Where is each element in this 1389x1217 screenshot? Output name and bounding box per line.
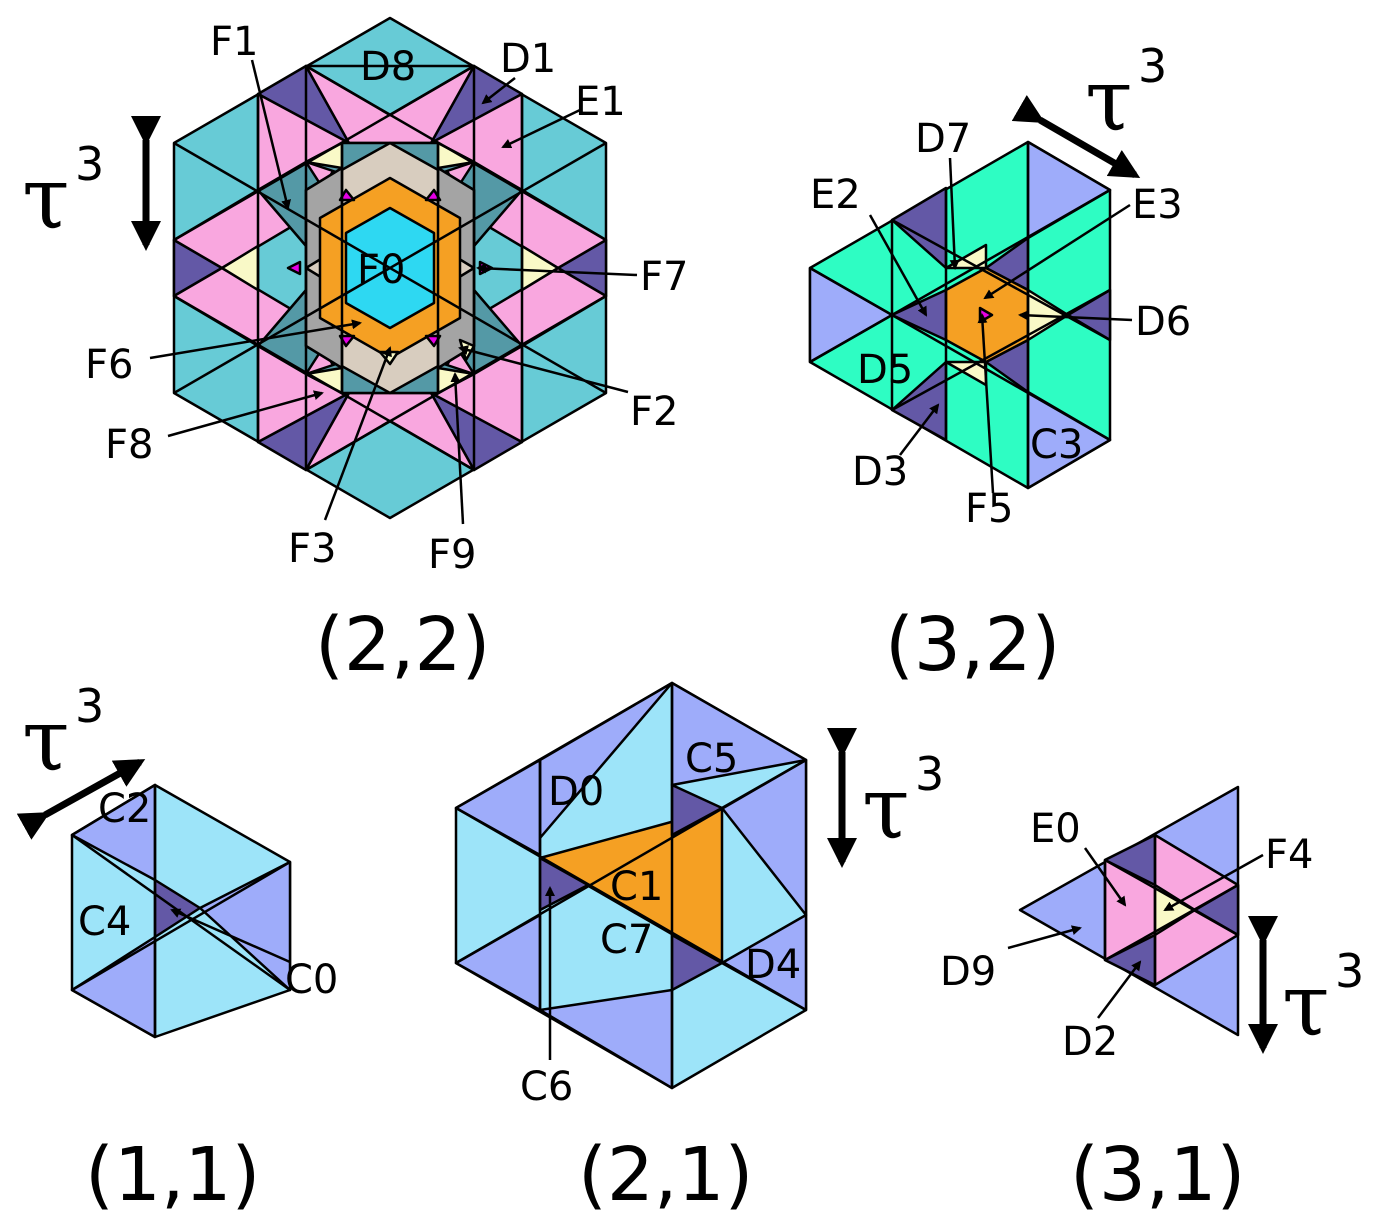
- arrow-f6: [149, 319, 362, 360]
- label-f2: F2: [630, 389, 678, 435]
- tile-edge-line: [173, 141, 607, 395]
- panel-1-1: C2 C4 C0 τ 3 (1,1): [16, 679, 338, 1217]
- caption-2-2: (2,2): [315, 602, 490, 688]
- tile-edge-line: [173, 64, 475, 242]
- arrow-f9: [450, 372, 465, 525]
- arrow-e0: [1083, 847, 1127, 907]
- label-c5: C5: [685, 736, 738, 782]
- label-d7: D7: [915, 116, 971, 162]
- label-d1: D1: [500, 36, 556, 82]
- arrow-f2: [458, 345, 629, 394]
- panel-2-2-tiles: [172, 16, 608, 520]
- caption-3-2: (3,2): [885, 602, 1060, 688]
- tile-edge-line: [455, 806, 807, 1012]
- label-c7: C7: [600, 917, 653, 963]
- arrow-c0: [170, 908, 291, 964]
- panel-2-1: D0 C5 C1 C7 D4 C6 τ 3 (2,1): [454, 681, 944, 1217]
- caption-2-1: (2,1): [578, 1132, 753, 1217]
- label-f5: F5: [965, 486, 1013, 532]
- label-e2: E2: [810, 172, 861, 218]
- arrow-d7: [948, 157, 960, 270]
- label-e0: E0: [1030, 806, 1081, 852]
- svg-text:3: 3: [1138, 39, 1167, 93]
- label-c2: C2: [98, 786, 151, 832]
- label-d2: D2: [1062, 1019, 1118, 1065]
- p11-right-lav: [198, 860, 292, 992]
- svg-text:τ: τ: [22, 691, 70, 791]
- svg-text:3: 3: [915, 747, 944, 801]
- svg-text:3: 3: [75, 137, 104, 191]
- label-f9: F9: [428, 532, 476, 578]
- tau-arrow-1-1: [16, 758, 146, 840]
- tile-edge-line: [173, 294, 475, 472]
- label-f8: F8: [105, 422, 153, 468]
- tile-edge-line: [891, 288, 1111, 412]
- tau-label-1-1: τ 3: [22, 679, 104, 791]
- caption-1-1: (1,1): [85, 1132, 260, 1217]
- tau-label-3-2: τ 3: [1085, 39, 1167, 151]
- panel-3-1: E0 F4 D9 D2 τ 3 (3,1): [940, 785, 1364, 1217]
- arrow-d2: [1097, 960, 1142, 1019]
- arrow-f7: [476, 263, 638, 277]
- label-c1: C1: [610, 864, 663, 910]
- caption-3-1: (3,1): [1070, 1132, 1245, 1217]
- arrow-e1: [501, 108, 581, 149]
- arrow-f4: [1163, 853, 1264, 912]
- label-d8: D8: [360, 44, 416, 90]
- p22-magenta-4: [286, 260, 302, 276]
- label-f1: F1: [210, 19, 258, 65]
- label-f0: F0: [357, 247, 405, 293]
- label-f6: F6: [85, 342, 133, 388]
- tau-label-2-1: τ 3: [862, 747, 944, 859]
- panel-3-2: D7 E2 E3 D6 D5 C3 D3 F5 τ 3 (3,2): [808, 39, 1191, 688]
- arrow-e3: [983, 203, 1131, 300]
- label-d0: D0: [548, 769, 604, 815]
- arrow-d9: [1007, 925, 1082, 950]
- svg-text:τ: τ: [22, 149, 70, 249]
- label-d5: D5: [857, 347, 913, 393]
- arrow-d3: [899, 403, 940, 456]
- svg-text:τ: τ: [862, 759, 910, 859]
- tile-edge-line: [1104, 858, 1239, 937]
- tile-edge-line: [305, 64, 607, 242]
- tile-edge-line: [1104, 883, 1239, 962]
- label-c3: C3: [1030, 422, 1083, 468]
- label-f4: F4: [1265, 832, 1313, 878]
- label-c4: C4: [78, 899, 131, 945]
- svg-text:τ: τ: [1085, 51, 1133, 151]
- p21-orange-tri: [538, 806, 724, 965]
- arrow-f1: [250, 59, 291, 210]
- panel-2-2: D8 F0 F1 D1 E1 F7 F6 F2 F8 F3 F9 τ 3 (2,…: [22, 16, 688, 688]
- label-f3: F3: [288, 526, 336, 572]
- tile-edge-line: [455, 758, 807, 965]
- label-d4: D4: [745, 942, 801, 988]
- tile-edge-line: [71, 860, 291, 992]
- arrow-f8: [167, 390, 324, 438]
- label-c6: C6: [520, 1064, 573, 1110]
- svg-text:τ: τ: [1282, 956, 1330, 1056]
- tile-edge-line: [809, 266, 1111, 442]
- arrow-d6: [1018, 310, 1133, 322]
- panel-2-1-tiles: [454, 681, 808, 1090]
- tile-edge-line: [809, 188, 1111, 364]
- label-d3: D3: [852, 449, 908, 495]
- label-d9: D9: [940, 949, 996, 995]
- tau-label-3-1: τ 3: [1282, 944, 1364, 1056]
- arrow-f5: [977, 313, 995, 494]
- label-e1: E1: [575, 79, 626, 125]
- label-e3: E3: [1132, 182, 1183, 228]
- label-d6: D6: [1135, 299, 1191, 345]
- arrow-e2: [868, 214, 928, 317]
- tau-label-2-2: τ 3: [22, 137, 104, 249]
- label-c0: C0: [285, 957, 338, 1003]
- svg-text:3: 3: [1335, 944, 1364, 998]
- tau-arrow-3-2: [1011, 94, 1141, 179]
- arrow-f3: [323, 346, 392, 521]
- panel-3-2-tiles: [808, 140, 1112, 490]
- label-f7: F7: [640, 254, 688, 300]
- svg-text:3: 3: [75, 679, 104, 733]
- arrow-d1: [481, 77, 516, 105]
- tile-edge-line: [891, 218, 1111, 342]
